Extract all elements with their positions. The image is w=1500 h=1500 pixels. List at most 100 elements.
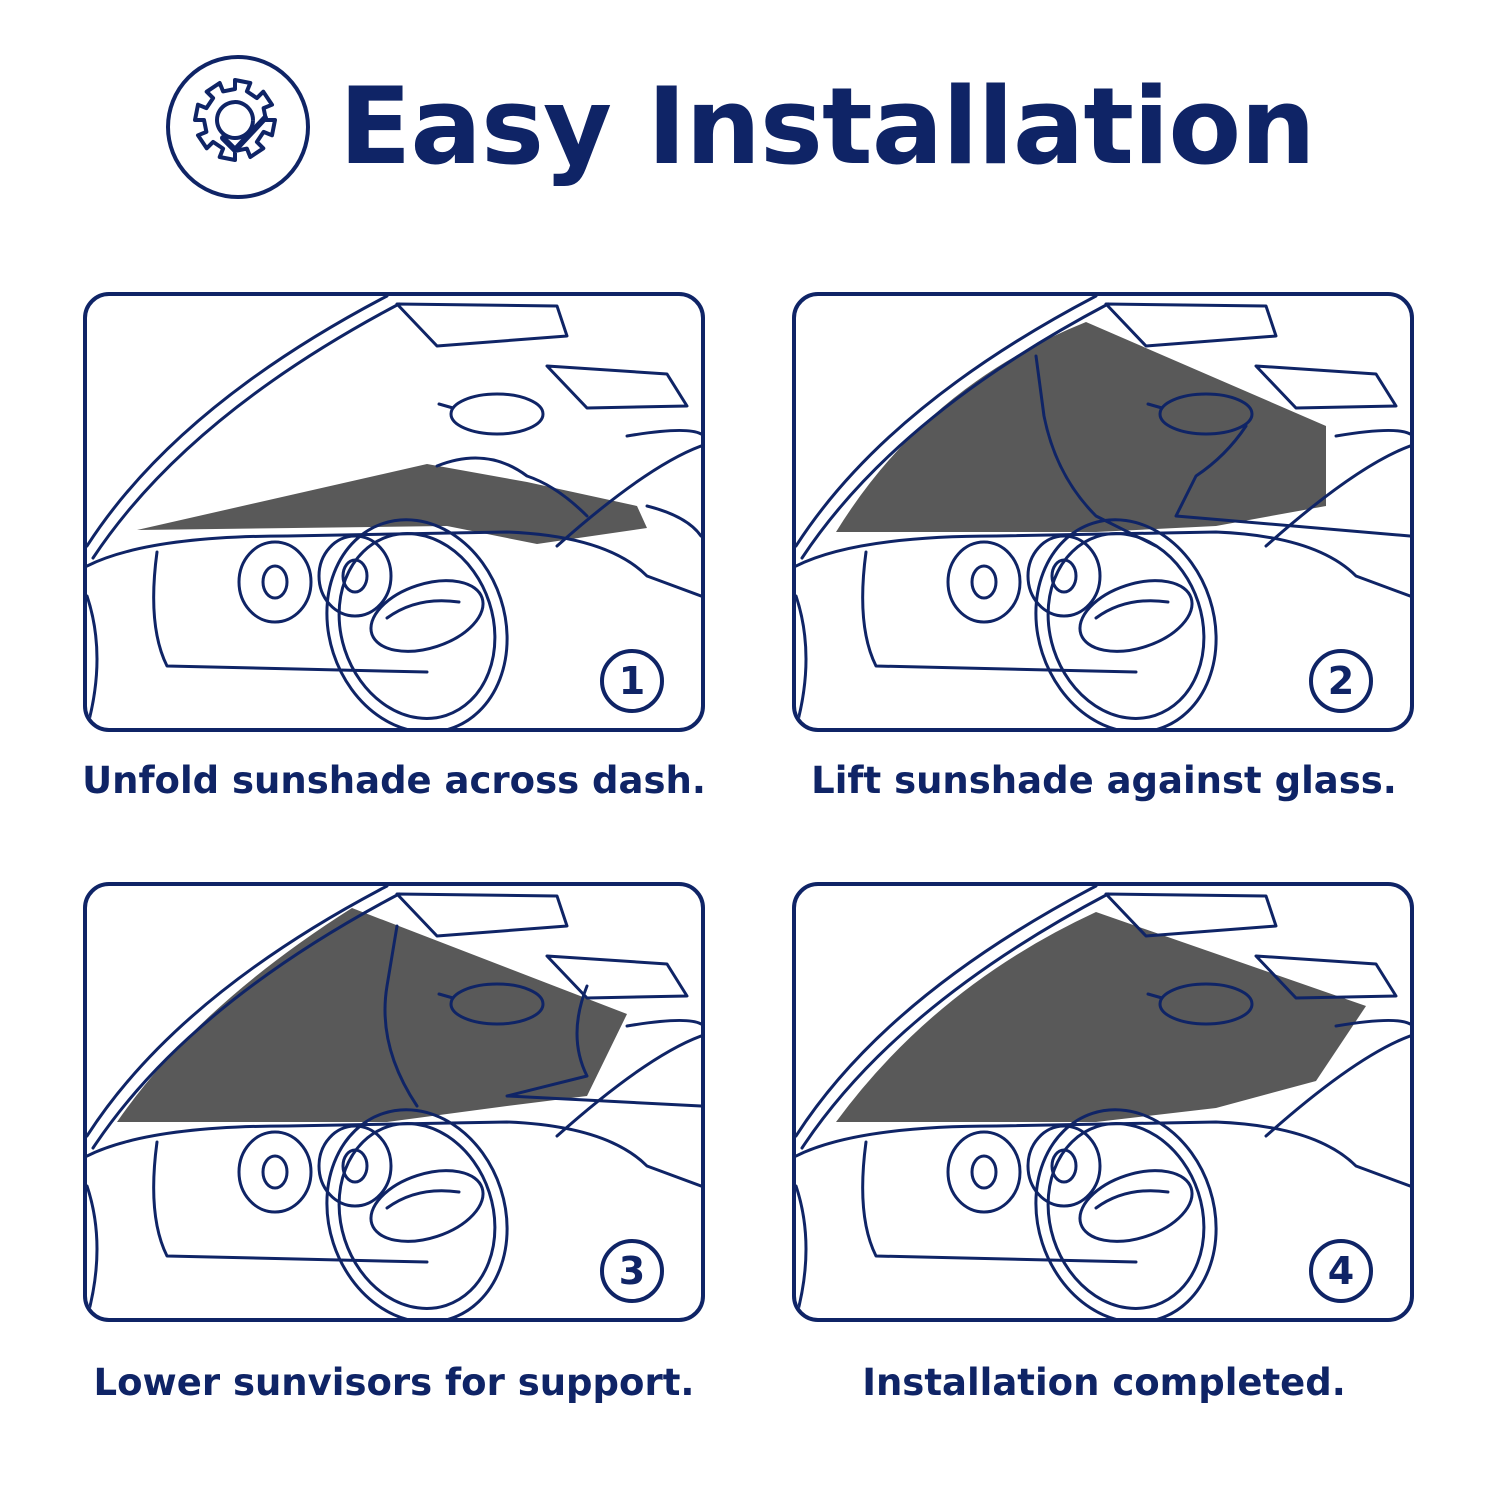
rear-view-mirror xyxy=(449,982,545,1026)
rear-view-mirror xyxy=(1158,982,1254,1026)
side-window xyxy=(555,1034,701,1138)
car-interior-drawing: 3 xyxy=(87,886,701,1318)
door-panel xyxy=(87,594,99,728)
left-arm xyxy=(1034,354,1158,548)
windshield-frame-inner xyxy=(91,302,401,560)
dome-light xyxy=(1104,892,1278,938)
sunshade xyxy=(117,908,627,1122)
step-1-caption: Unfold sunshade across dash. xyxy=(82,759,706,802)
air-vent-center xyxy=(1026,534,1102,618)
page-title: Easy Installation xyxy=(339,65,1316,188)
side-window xyxy=(1264,444,1410,548)
left-arm xyxy=(435,456,589,518)
a-pillar xyxy=(1334,1018,1410,1028)
air-vent-left-inner xyxy=(261,564,289,600)
step-number-badge xyxy=(600,649,664,713)
air-vent-center xyxy=(317,1124,393,1208)
windshield-frame xyxy=(796,296,1098,548)
steering-wheel-spoke xyxy=(385,599,461,620)
door-panel xyxy=(796,594,808,728)
steering-wheel-rim xyxy=(1034,1108,1218,1318)
dome-light-2 xyxy=(1254,364,1398,410)
step-4-illustration: 4 xyxy=(792,882,1414,1322)
right-arm xyxy=(645,504,701,538)
air-vent-left-inner xyxy=(261,1154,289,1190)
side-window xyxy=(555,444,701,548)
air-vent-center xyxy=(317,534,393,618)
windshield-frame-inner xyxy=(91,892,401,1150)
left-arm xyxy=(383,924,419,1108)
dashboard-left xyxy=(861,1140,1138,1264)
dome-light xyxy=(395,302,569,348)
step-number-badge xyxy=(1309,1239,1373,1303)
steering-wheel-hub xyxy=(1078,1169,1194,1243)
right-arm xyxy=(505,984,701,1108)
dome-light-2 xyxy=(545,954,689,1000)
step-number-text: 4 xyxy=(1328,1249,1354,1293)
steering-wheel-hub xyxy=(369,579,485,653)
steering-wheel-hub xyxy=(1078,579,1194,653)
step-4-caption: Installation completed. xyxy=(862,1361,1346,1404)
car-interior-drawing: 2 xyxy=(796,296,1410,728)
a-pillar xyxy=(625,428,701,438)
steering-wheel-rim-inner xyxy=(337,1122,497,1310)
air-vent-left-inner xyxy=(970,1154,998,1190)
step-1-illustration: 1 xyxy=(83,292,705,732)
steering-wheel-spoke xyxy=(1094,1189,1170,1210)
gear-check-icon xyxy=(166,55,310,199)
steering-wheel-rim-inner xyxy=(337,532,497,720)
windshield-frame xyxy=(87,886,389,1138)
dashboard-left xyxy=(861,550,1138,674)
door-panel xyxy=(87,1184,99,1318)
rear-view-mirror xyxy=(449,392,545,436)
steering-wheel-rim xyxy=(325,518,509,728)
step-number-text: 3 xyxy=(619,1249,645,1293)
dashboard-top xyxy=(796,1120,1410,1188)
dome-light-2 xyxy=(1254,954,1398,1000)
air-vent-left xyxy=(237,540,313,624)
step-number-text: 2 xyxy=(1328,659,1354,703)
air-vent-left-inner xyxy=(970,564,998,600)
dome-light xyxy=(1104,302,1278,348)
windshield-frame xyxy=(796,886,1098,1138)
windshield-frame xyxy=(87,296,389,548)
mirror-mount xyxy=(1146,992,1164,1000)
mirror-mount xyxy=(437,992,455,1000)
dashboard-left xyxy=(152,1140,429,1264)
a-pillar xyxy=(625,1018,701,1028)
step-2-illustration: 2 xyxy=(792,292,1414,732)
air-vent-left xyxy=(946,540,1022,624)
dome-light-2 xyxy=(545,364,689,410)
air-vent-left xyxy=(237,1130,313,1214)
steering-wheel-spoke xyxy=(385,1189,461,1210)
dashboard-top xyxy=(87,530,701,598)
windshield-frame-inner xyxy=(800,892,1110,1150)
steering-wheel-spoke xyxy=(1094,599,1170,620)
air-vent-center xyxy=(1026,1124,1102,1208)
steering-wheel-rim xyxy=(1034,518,1218,728)
right-arm xyxy=(1174,424,1410,538)
step-number-text: 1 xyxy=(619,659,645,703)
sunshade xyxy=(836,912,1366,1122)
step-number-badge xyxy=(1309,649,1373,713)
door-panel xyxy=(796,1184,808,1318)
steering-wheel-rim xyxy=(325,1108,509,1318)
mirror-mount xyxy=(437,402,455,410)
car-interior-drawing: 1 xyxy=(87,296,701,728)
rear-view-mirror xyxy=(1158,392,1254,436)
mirror-mount xyxy=(1146,402,1164,410)
sunshade xyxy=(836,322,1326,532)
windshield-frame-inner xyxy=(800,302,1110,560)
step-2-caption: Lift sunshade against glass. xyxy=(811,759,1397,802)
step-number-badge xyxy=(600,1239,664,1303)
steering-wheel-hub xyxy=(369,1169,485,1243)
dome-light xyxy=(395,892,569,938)
header: Easy Installation xyxy=(165,52,1316,202)
air-vent-left xyxy=(946,1130,1022,1214)
side-window xyxy=(1264,1034,1410,1138)
dashboard-left xyxy=(152,550,429,674)
sunshade xyxy=(137,464,647,544)
steering-wheel-rim-inner xyxy=(1046,532,1206,720)
step-3-illustration: 3 xyxy=(83,882,705,1322)
a-pillar xyxy=(1334,428,1410,438)
